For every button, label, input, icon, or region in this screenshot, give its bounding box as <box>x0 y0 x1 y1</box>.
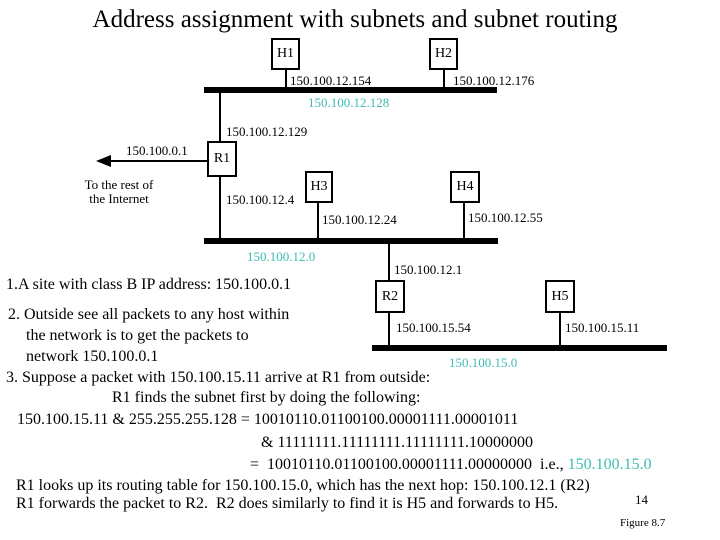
ip-label-r1-upper: 150.100.12.129 <box>226 124 308 139</box>
link-r2-bus-bottom <box>388 313 390 345</box>
internet-arrow-line <box>106 160 207 162</box>
internet-arrow-icon <box>96 155 111 167</box>
internet-caption-line1: To the rest of <box>84 177 154 192</box>
subnet-bus-middle <box>204 238 498 244</box>
node-h5-label: H5 <box>551 288 569 304</box>
link-h3-bus-middle <box>317 203 319 238</box>
link-r1-bus-middle <box>219 177 221 238</box>
node-h4-label: H4 <box>456 179 474 194</box>
ip-label-r2-upper: 150.100.12.1 <box>394 262 463 277</box>
figure-caption: Figure 8.7 <box>620 517 666 529</box>
ip-label-r2-lower: 150.100.15.54 <box>396 320 471 335</box>
ip-label-h5: 150.100.15.11 <box>565 320 640 335</box>
node-h4: H4 <box>450 171 480 203</box>
link-h5-bus-bottom <box>559 313 561 345</box>
note-result-line1: R1 looks up its routing table for 150.10… <box>16 477 590 494</box>
subnet-bus-bottom <box>372 345 667 351</box>
node-h1: H1 <box>271 38 300 70</box>
internet-caption: To the rest of the Internet <box>64 177 174 207</box>
node-h3: H3 <box>305 171 333 203</box>
note-calc-line3: = 10010110.01100100.00001111.00000000 i.… <box>250 456 652 474</box>
note-item2-line3: network 150.100.0.1 <box>26 348 159 365</box>
subnet-label-bottom: 150.100.15.0 <box>449 355 518 370</box>
note-calc-line3-black: = 10010110.01100100.00001111.00000000 i.… <box>250 456 568 473</box>
ip-label-h4: 150.100.12.55 <box>468 210 543 225</box>
node-h2-label: H2 <box>434 46 453 61</box>
page-number: 14 <box>635 492 648 507</box>
subnet-label-middle: 150.100.12.0 <box>247 249 316 264</box>
note-calc-line2: & 11111111.11111111.11111111.10000000 <box>261 434 533 451</box>
node-r1: R1 <box>207 141 237 177</box>
note-calc-line3-result: 150.100.15.0 <box>567 456 652 473</box>
ip-label-r1-external: 150.100.0.1 <box>126 143 188 158</box>
node-r2-label: R2 <box>381 288 399 304</box>
link-h2-bus-top <box>443 70 445 87</box>
note-item2-line1: 2. Outside see all packets to any host w… <box>8 306 290 323</box>
ip-label-h2: 150.100.12.176 <box>453 73 535 88</box>
ip-label-h1: 150.100.12.154 <box>290 73 372 88</box>
note-item1: 1.A site with class B IP address: 150.10… <box>6 276 292 293</box>
link-h1-bus-top <box>285 70 287 87</box>
page-title: Address assignment with subnets and subn… <box>92 6 618 33</box>
node-h1-label: H1 <box>276 46 295 61</box>
ip-label-h3: 150.100.12.24 <box>322 212 397 227</box>
internet-caption-line2: the Internet <box>89 191 149 207</box>
node-h5: H5 <box>545 280 575 313</box>
node-h3-label: H3 <box>310 179 328 194</box>
node-r1-label: R1 <box>213 151 231 166</box>
link-bus-top-r1 <box>219 93 221 141</box>
link-h4-bus-middle <box>463 203 465 238</box>
note-item3-line2: R1 finds the subnet first by doing the f… <box>112 389 421 406</box>
subnet-label-top: 150.100.12.128 <box>308 95 390 110</box>
node-h2: H2 <box>429 38 458 70</box>
subnet-bus-top <box>204 87 497 93</box>
note-item3-line1: 3. Suppose a packet with 150.100.15.11 a… <box>6 369 431 386</box>
link-bus-middle-r2 <box>388 244 390 280</box>
ip-label-r1-lower: 150.100.12.4 <box>226 192 295 207</box>
note-calc-line1: 150.100.15.11 & 255.255.255.128 = 100101… <box>17 411 519 428</box>
note-result-line2: R1 forwards the packet to R2. R2 does si… <box>16 495 559 512</box>
node-r2: R2 <box>375 280 405 313</box>
note-item2-line2: the network is to get the packets to <box>26 327 249 344</box>
